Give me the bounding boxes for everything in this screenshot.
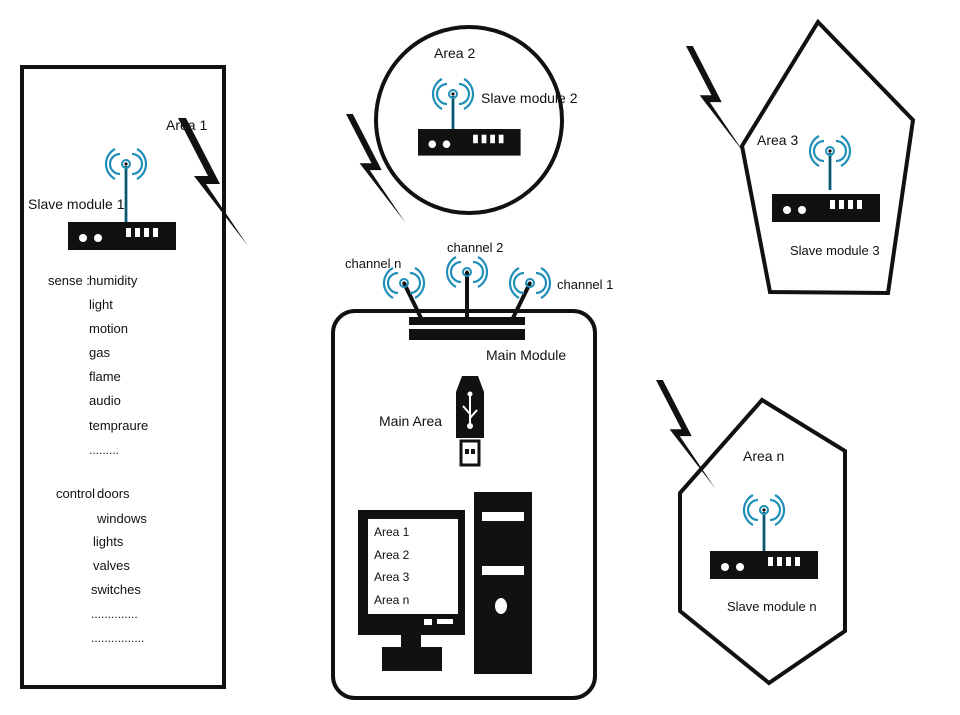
sense-item: flame (89, 369, 121, 384)
area-n-wireless-link-icon (656, 380, 716, 489)
sense-item: motion (89, 321, 128, 336)
main-area-panel: channel n channel 2 channel 1 Main Modul… (331, 240, 613, 700)
sense-heading: sense : (48, 273, 90, 288)
area-n-boundary (678, 397, 847, 686)
area-n-label: Area n (743, 448, 784, 464)
channel-2-label: channel 2 (447, 240, 503, 255)
sense-item: ......... (89, 443, 119, 457)
area-1-antenna-icon (104, 147, 148, 224)
slave-module-n-router-icon (710, 551, 818, 579)
main-module-label: Main Module (486, 347, 566, 363)
area-3-label: Area 3 (757, 132, 798, 148)
channel-n-label: channel n (345, 256, 401, 271)
channel-n-signal-icon (382, 266, 426, 300)
control-item: switches (91, 582, 141, 597)
slave-module-1-label: Slave module 1 (28, 196, 125, 212)
control-item: doors (97, 486, 130, 501)
screen-list-item: Area 3 (374, 570, 410, 584)
channel-1-label: channel 1 (557, 277, 613, 292)
slave-module-1-router-icon (68, 222, 176, 250)
area-3-antenna-icon (808, 134, 852, 190)
slave-module-3-router-icon (772, 194, 880, 222)
control-item: lights (93, 534, 124, 549)
control-item: valves (93, 558, 130, 573)
area-1-boundary (20, 65, 226, 689)
channel-1-signal-icon (508, 266, 552, 300)
control-item: windows (96, 511, 147, 526)
monitor-icon (358, 510, 465, 671)
slave-module-n-label: Slave module n (727, 599, 817, 614)
area-1-panel: Slave module 1 sense : humidity light mo… (20, 65, 226, 689)
area-3-panel: Area 3 Slave module 3 (739, 18, 916, 296)
control-item: .............. (91, 607, 138, 621)
screen-list-item: Area 1 (374, 525, 410, 539)
slave-module-2-label: Slave module 2 (481, 90, 578, 106)
main-module-router-icon (402, 272, 532, 340)
area-3-boundary (739, 18, 916, 296)
control-item: ................ (91, 631, 144, 645)
sense-item: audio (89, 393, 121, 408)
area-n-panel: Area n Slave module n (678, 397, 847, 686)
area-2-antenna-icon (431, 77, 475, 130)
sense-item: light (89, 297, 113, 312)
control-heading: control : (56, 486, 102, 501)
main-area-label: Main Area (379, 413, 442, 429)
sense-item: tempraure (89, 418, 148, 433)
screen-list-item: Area 2 (374, 548, 410, 562)
area-n-antenna-icon (742, 493, 786, 552)
area-2-panel: Area 2 Slave module 2 (374, 25, 578, 215)
area-2-boundary (374, 25, 564, 215)
area-1-wireless-link-icon (178, 118, 248, 246)
area-3-wireless-link-icon (686, 46, 746, 155)
screen-list-item: Area n (374, 593, 409, 607)
sense-item: gas (89, 345, 110, 360)
main-area-boundary (331, 309, 597, 700)
usb-stick-icon (456, 376, 484, 467)
pc-tower-icon (474, 492, 532, 674)
sense-item: humidity (89, 273, 138, 288)
slave-module-3-label: Slave module 3 (790, 243, 880, 258)
slave-module-2-router-icon (418, 129, 521, 156)
area-2-label: Area 2 (434, 45, 475, 61)
